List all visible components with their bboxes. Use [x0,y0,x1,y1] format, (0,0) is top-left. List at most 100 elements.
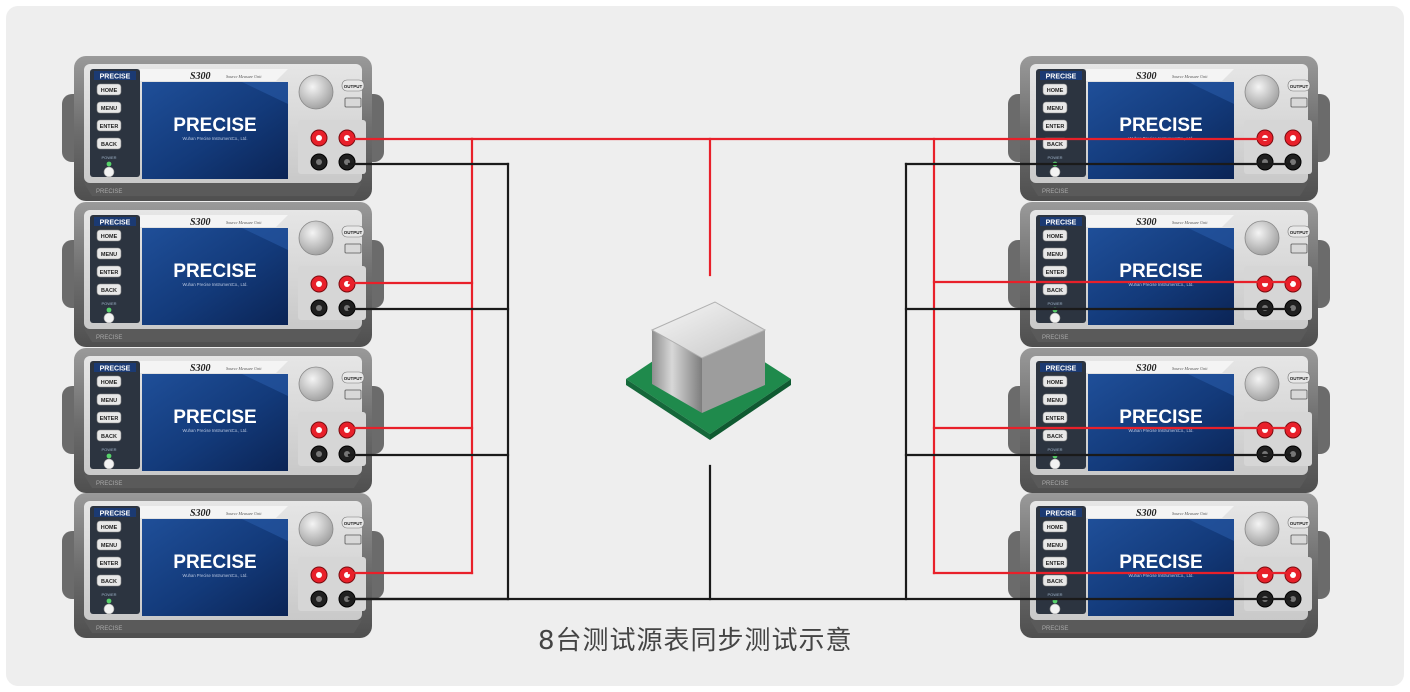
usb-port [344,534,362,545]
rotary-knob[interactable] [298,366,334,402]
model-label: S300 [190,217,211,228]
output-button[interactable] [1287,516,1311,529]
button-menu-label: MENU [1047,543,1063,549]
terminal-core [316,572,322,578]
button-menu-label: MENU [1047,106,1063,112]
button-back-label: BACK [1047,434,1063,440]
wiring [347,137,1292,601]
button-home[interactable] [1042,83,1068,96]
button-enter[interactable] [1042,119,1068,132]
button-home[interactable] [1042,229,1068,242]
brand-small-label: PRECISE [100,511,131,518]
button-home[interactable] [96,520,122,533]
output-button[interactable] [1287,371,1311,384]
screen-logo: PRECISE [173,115,256,136]
output-button[interactable] [341,79,365,92]
output-button[interactable] [341,516,365,529]
button-enter[interactable] [1042,265,1068,278]
button-menu[interactable] [96,393,122,406]
button-back[interactable] [96,429,122,442]
button-enter[interactable] [1042,411,1068,424]
output-button[interactable] [1287,79,1311,92]
output-button[interactable] [341,225,365,238]
terminal-area [1244,412,1312,466]
sensor-can-side [702,330,765,413]
output-button-label: OUTPUT [1290,376,1309,381]
button-home[interactable] [96,375,122,388]
button-enter[interactable] [96,265,122,278]
power-button[interactable] [103,312,115,324]
button-home[interactable] [1042,520,1068,533]
terminal-area [1244,266,1312,320]
rotary-knob[interactable] [298,74,334,110]
brand-small-label: PRECISE [1046,511,1077,518]
power-label: POWER [1047,447,1062,452]
power-button[interactable] [1049,312,1061,324]
brand-strip [94,363,136,372]
power-button[interactable] [103,166,115,178]
rotary-knob[interactable] [1244,366,1280,402]
screen-logo: PRECISE [1119,407,1202,428]
model-label: S300 [1136,508,1157,519]
button-home[interactable] [1042,375,1068,388]
output-button-label: OUTPUT [344,84,363,89]
terminal-core [1290,159,1296,165]
button-back[interactable] [1042,574,1068,587]
model-banner [140,506,288,518]
power-button[interactable] [1049,458,1061,470]
power-button[interactable] [103,458,115,470]
button-enter[interactable] [96,411,122,424]
button-menu[interactable] [1042,247,1068,260]
button-enter[interactable] [96,556,122,569]
brand-small-label: PRECISE [1046,366,1077,373]
screen-logo: PRECISE [1119,552,1202,573]
sensor-can-top [650,301,767,359]
button-enter-label: ENTER [100,270,119,276]
power-button[interactable] [103,603,115,615]
button-back[interactable] [1042,283,1068,296]
usb-port [344,389,362,400]
rotary-knob[interactable] [298,220,334,256]
unit-footer [84,620,362,633]
rotary-knob[interactable] [298,511,334,547]
rotary-knob[interactable] [1244,511,1280,547]
button-menu[interactable] [96,538,122,551]
button-menu[interactable] [96,101,122,114]
button-menu[interactable] [1042,101,1068,114]
button-enter[interactable] [96,119,122,132]
footer-label: PRECISE [1042,189,1068,195]
button-back[interactable] [96,574,122,587]
rotary-knob[interactable] [1244,74,1280,110]
unit-footer [1030,329,1308,342]
button-menu[interactable] [1042,538,1068,551]
footer-label: PRECISE [1042,481,1068,487]
terminal-core [316,305,322,311]
model-sub-label: Source Measure Unit [226,220,262,225]
model-label: S300 [1136,363,1157,374]
terminal-area [298,557,366,611]
model-sub-label: Source Measure Unit [1172,366,1208,371]
power-label: POWER [1047,592,1062,597]
button-home[interactable] [96,83,122,96]
button-back[interactable] [1042,429,1068,442]
button-home[interactable] [96,229,122,242]
output-button[interactable] [341,371,365,384]
button-back[interactable] [96,283,122,296]
button-enter[interactable] [1042,556,1068,569]
model-banner [1086,215,1234,227]
button-back-label: BACK [101,142,117,148]
output-button[interactable] [1287,225,1311,238]
power-button[interactable] [1049,166,1061,178]
output-button-label: OUTPUT [344,230,363,235]
rotary-knob[interactable] [1244,220,1280,256]
power-button[interactable] [1049,603,1061,615]
terminal-core [1290,281,1296,287]
model-sub-label: Source Measure Unit [1172,74,1208,79]
button-menu[interactable] [1042,393,1068,406]
footer-label: PRECISE [1042,626,1068,632]
button-menu[interactable] [96,247,122,260]
button-back[interactable] [96,137,122,150]
